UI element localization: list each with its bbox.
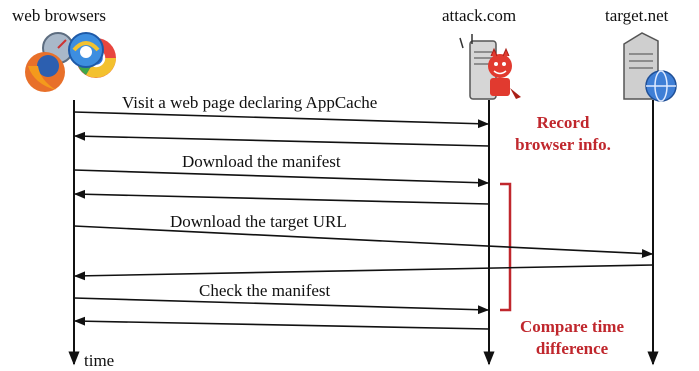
message-arrow-6: [73, 264, 654, 281]
message-label-download-target: Download the target URL: [170, 212, 347, 231]
message-arrows: [73, 111, 654, 330]
message-arrow-5: [73, 225, 654, 258]
note-record-line2: browser info.: [515, 135, 611, 154]
message-arrow-7: [73, 297, 490, 315]
participant-browsers-label: web browsers: [12, 6, 106, 25]
time-axis-label: time: [84, 351, 115, 370]
web-server-icon: [623, 32, 677, 102]
browser-logos-icon: [25, 32, 116, 92]
message-label-visit: Visit a web page declaring AppCache: [122, 93, 378, 112]
participant-target-label: target.net: [605, 6, 669, 25]
participant-attacker-label: attack.com: [442, 6, 517, 25]
note-record-browser-info: Record browser info.: [496, 112, 630, 156]
note-compare-line2: difference: [535, 339, 609, 358]
message-arrow-2: [73, 131, 490, 147]
note-record-line1: Record: [536, 113, 590, 132]
message-arrow-8: [73, 316, 490, 330]
message-label-check-manifest: Check the manifest: [199, 281, 331, 300]
message-arrow-4: [73, 189, 490, 205]
message-arrow-3: [73, 169, 490, 188]
note-compare-line1: Compare time: [519, 317, 625, 336]
note-compare-time: Compare time difference: [498, 316, 646, 360]
message-label-download-manifest: Download the manifest: [182, 152, 341, 171]
message-arrow-1: [73, 111, 490, 129]
attacker-server-icon: [459, 34, 521, 100]
